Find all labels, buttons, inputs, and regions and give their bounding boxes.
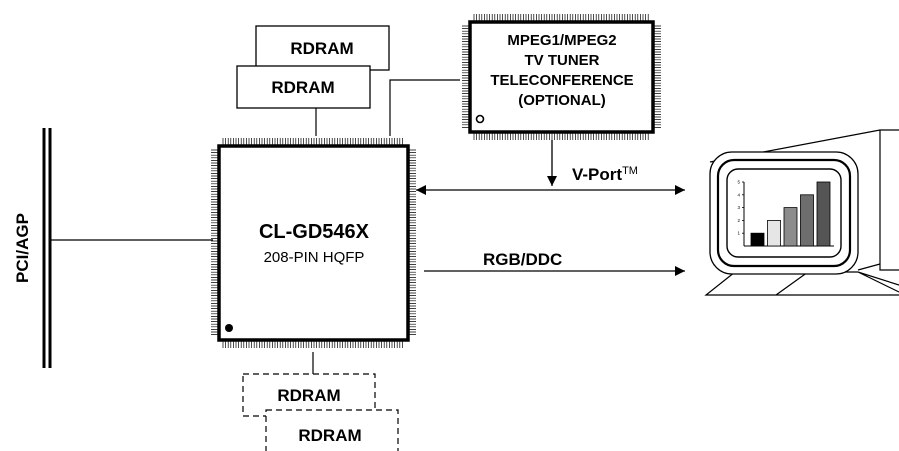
- chip-pin1-dot: [225, 324, 233, 332]
- pci-agp-bus: [42, 128, 52, 368]
- mpeg-line-2: TV TUNER: [525, 52, 600, 69]
- chip-body: [217, 144, 410, 342]
- mpeg-line-4: (OPTIONAL): [518, 92, 606, 109]
- rdram-bottom-back-label: RDRAM: [277, 386, 340, 405]
- mpeg-pin1-dot: [475, 114, 485, 124]
- vport-trademark: TM: [622, 165, 638, 177]
- screen-tick-label: 2: [737, 218, 740, 223]
- chip-pins: [211, 138, 416, 348]
- screen-tick-label: 3: [737, 205, 740, 210]
- mpeg-pins: [462, 14, 661, 140]
- monitor-housing: [709, 129, 899, 271]
- mpeg-body: [468, 20, 655, 134]
- vport-label: V-PortTM: [572, 165, 638, 184]
- monitor-base: [704, 271, 899, 296]
- screen-tick-label: 1: [737, 231, 740, 236]
- mpeg-line-1: MPEG1/MPEG2: [507, 32, 616, 49]
- rdram-top-back: RDRAM: [255, 25, 390, 71]
- rdram-bottom-back: RDRAM: [242, 373, 376, 417]
- rdram-top-front-label: RDRAM: [271, 78, 334, 97]
- chip-package: 208-PIN HQFP: [264, 249, 365, 266]
- screen-tick-label: 5: [737, 180, 740, 185]
- mpeg-to-chip-line: [389, 79, 460, 136]
- rdram-top-front: RDRAM: [236, 65, 371, 109]
- screen-tick-label: 4: [737, 192, 740, 197]
- screen-bar: [816, 181, 831, 247]
- rdram-bottom-front: RDRAM: [265, 409, 399, 451]
- chip-pin-lines: [211, 138, 416, 348]
- mpeg-line-3: TELECONFERENCE: [490, 72, 633, 89]
- rdram-bottom-front-label: RDRAM: [298, 426, 361, 445]
- monitor: 1 2 3 4 5: [704, 129, 899, 296]
- rdram-top-back-label: RDRAM: [290, 39, 353, 58]
- vport-label-text: V-Port: [572, 165, 622, 184]
- chip-name: CL-GD546X: [259, 221, 370, 243]
- screen-bar: [783, 207, 798, 247]
- screen-bar: [800, 194, 814, 247]
- mpeg-pin-lines: [462, 14, 661, 140]
- screen-chart-bars: [750, 181, 831, 247]
- screen-bar: [767, 219, 781, 247]
- pci-agp-label: PCI/AGP: [13, 213, 32, 283]
- screen-bar: [750, 232, 765, 247]
- screen-chart-ticks: 1 2 3 4 5: [737, 180, 744, 236]
- rgb-ddc-label: RGB/DDC: [483, 250, 562, 269]
